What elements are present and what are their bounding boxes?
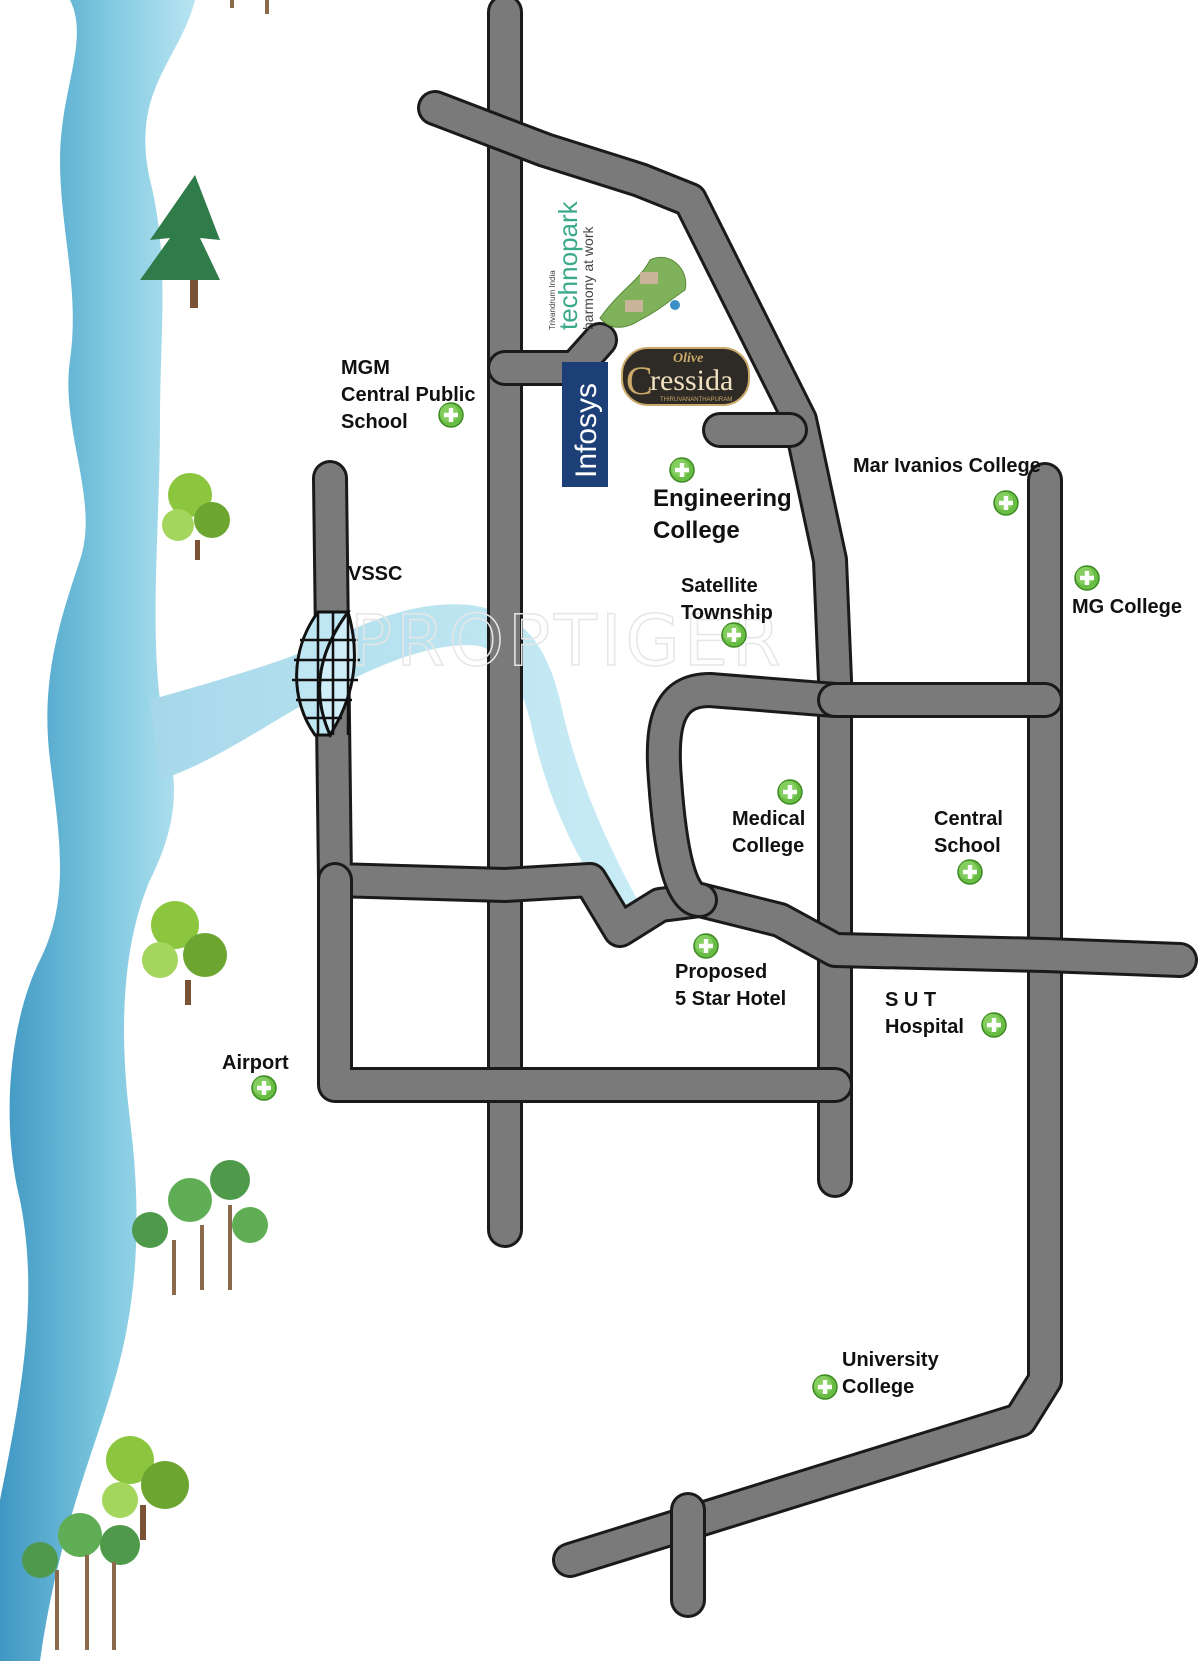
svg-text:School: School xyxy=(341,411,408,433)
landmark-medical: Medical College xyxy=(732,779,805,857)
watermark: PROPTIGER xyxy=(350,600,785,682)
landmark-mgm: MGM Central Public School xyxy=(341,357,475,433)
svg-text:Township: Township xyxy=(681,602,773,624)
svg-text:College: College xyxy=(842,1376,914,1398)
tree-icon xyxy=(22,1513,140,1650)
cressida-logo: Olive C ressida THIRUVANANTHAPURAM xyxy=(621,347,750,406)
tree-icon xyxy=(102,1436,189,1540)
landmark-hotel: Proposed 5 Star Hotel xyxy=(675,933,786,1010)
technopark-logo: Trivandrum India technopark harmony at w… xyxy=(548,200,596,330)
landmark-mar-ivanios: Mar Ivanios College xyxy=(853,455,1041,516)
landmark-mg-college: MG College xyxy=(1072,565,1182,618)
tree-icon xyxy=(142,901,227,1005)
svg-text:VSSC: VSSC xyxy=(348,563,402,585)
svg-text:Hospital: Hospital xyxy=(885,1016,964,1038)
tree-icon xyxy=(132,1160,268,1295)
plus-marker-icon xyxy=(251,1075,277,1101)
svg-text:MG College: MG College xyxy=(1072,596,1182,618)
plus-marker-icon xyxy=(993,490,1019,516)
infosys-logo: Infosys xyxy=(562,362,608,487)
landmark-sut: S U T Hospital xyxy=(885,989,1007,1038)
plus-marker-icon xyxy=(721,622,747,648)
plus-marker-icon xyxy=(957,859,983,885)
plus-marker-icon xyxy=(438,402,464,428)
svg-text:University: University xyxy=(842,1349,940,1371)
svg-text:S U T: S U T xyxy=(885,989,936,1011)
bridge-icon xyxy=(292,608,360,739)
svg-text:ressida: ressida xyxy=(650,364,733,397)
plus-marker-icon xyxy=(981,1012,1007,1038)
landmark-central-school: Central School xyxy=(934,808,1003,885)
landmark-satellite: Satellite Township xyxy=(681,575,773,648)
svg-text:Medical: Medical xyxy=(732,808,805,830)
svg-text:technopark: technopark xyxy=(553,200,583,330)
svg-text:Infosys: Infosys xyxy=(570,383,603,478)
plus-marker-icon xyxy=(669,457,695,483)
svg-text:C: C xyxy=(626,358,653,403)
svg-text:School: School xyxy=(934,835,1001,857)
svg-text:College: College xyxy=(653,517,740,544)
svg-text:Trivandrum India: Trivandrum India xyxy=(548,270,557,330)
tree-icon xyxy=(230,0,269,14)
landmark-vssc: VSSC xyxy=(348,563,402,585)
svg-text:Airport: Airport xyxy=(222,1052,289,1074)
landmark-engineering: Engineering College xyxy=(653,457,792,544)
plus-marker-icon xyxy=(1074,565,1100,591)
plus-marker-icon xyxy=(693,933,719,959)
svg-text:Central Public: Central Public xyxy=(341,384,475,406)
svg-text:Mar Ivanios College: Mar Ivanios College xyxy=(853,455,1041,477)
plus-marker-icon xyxy=(777,779,803,805)
svg-text:Proposed: Proposed xyxy=(675,961,767,983)
svg-text:5 Star Hotel: 5 Star Hotel xyxy=(675,988,786,1010)
svg-text:THIRUVANANTHAPURAM: THIRUVANANTHAPURAM xyxy=(660,397,732,403)
svg-text:Central: Central xyxy=(934,808,1003,830)
landmark-airport: Airport xyxy=(222,1052,289,1101)
river-main xyxy=(0,0,195,1661)
tree-icon xyxy=(140,175,220,308)
svg-text:Satellite: Satellite xyxy=(681,575,758,597)
tree-icon xyxy=(162,473,230,560)
svg-text:Olive: Olive xyxy=(673,351,703,366)
road-network xyxy=(312,0,1198,1618)
plus-marker-icon xyxy=(812,1374,838,1400)
svg-text:Engineering: Engineering xyxy=(653,485,792,512)
svg-text:College: College xyxy=(732,835,804,857)
landmark-university: University College xyxy=(812,1349,940,1400)
svg-text:MGM: MGM xyxy=(341,357,390,379)
svg-text:harmony at work: harmony at work xyxy=(580,226,596,330)
campus-illustration xyxy=(599,256,687,328)
